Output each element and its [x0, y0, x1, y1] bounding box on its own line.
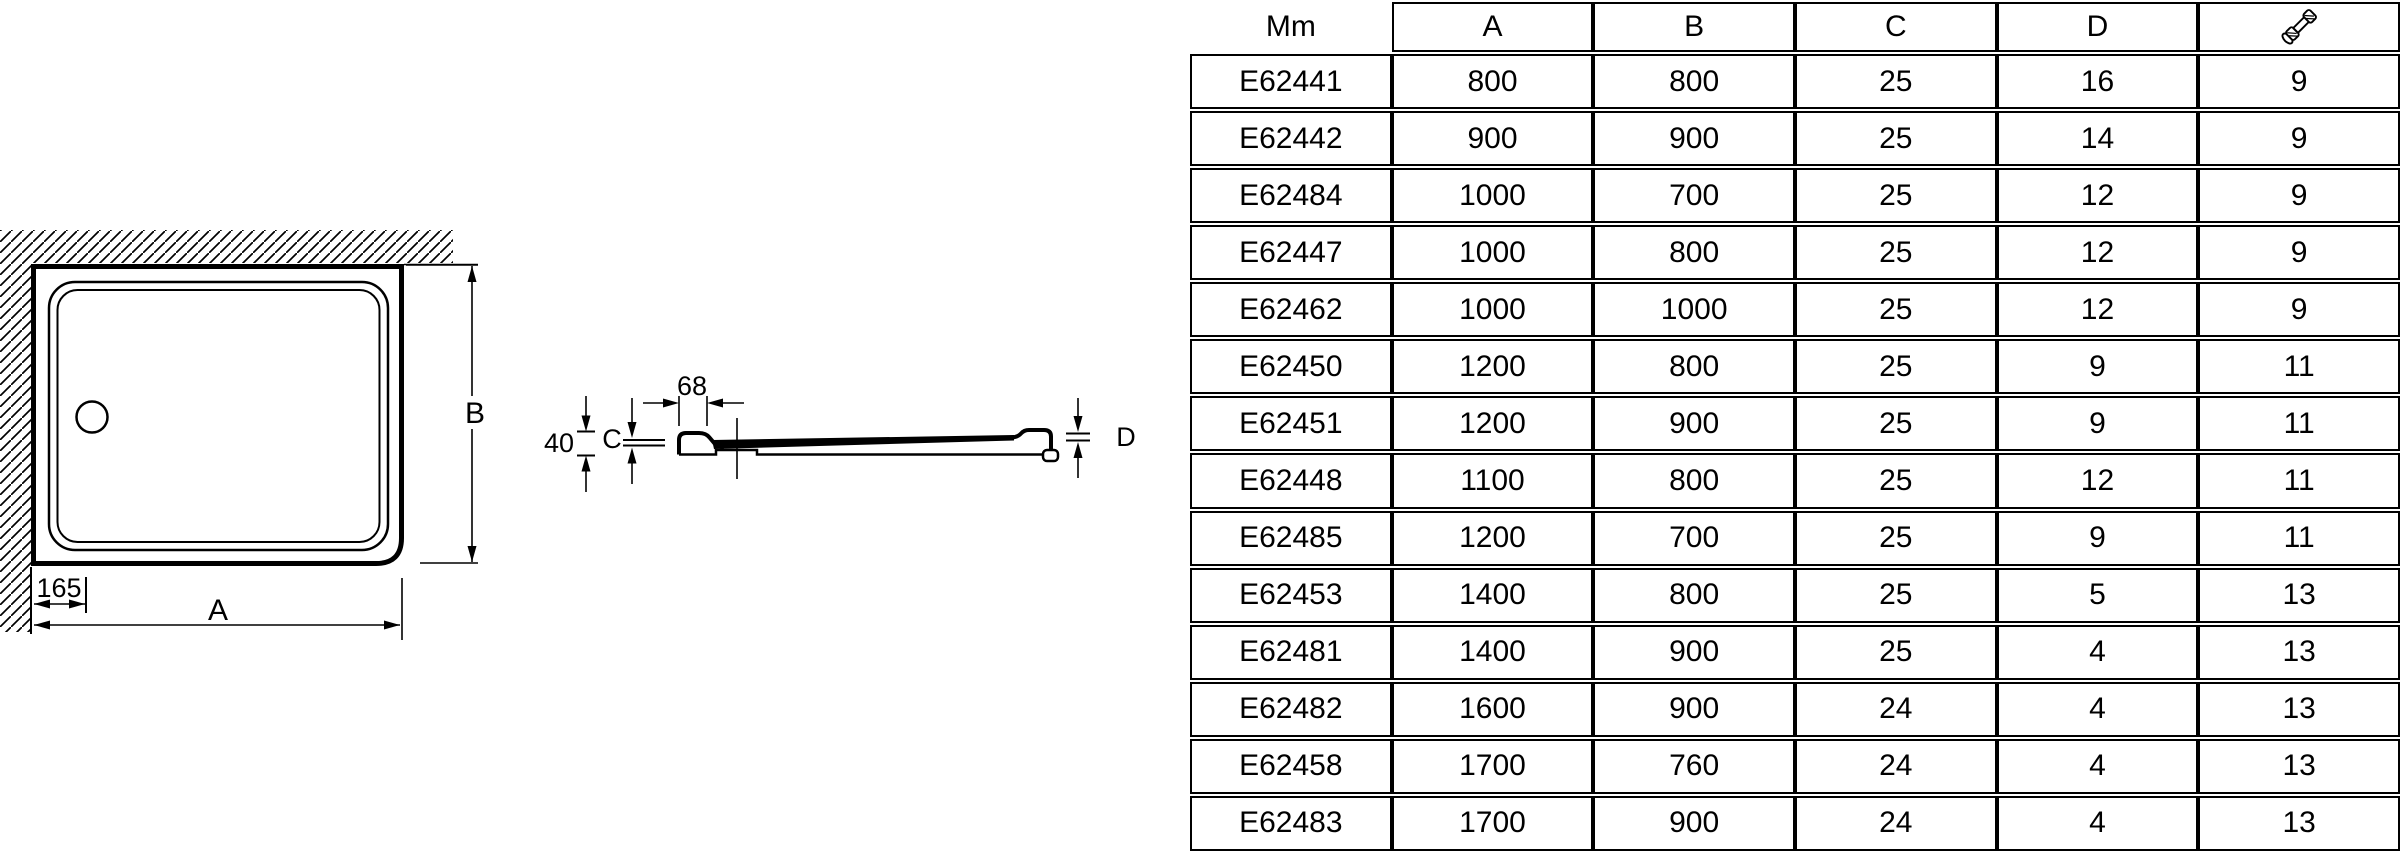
table-header-row: Mm A B C D [1190, 2, 2400, 52]
cell-code: E62485 [1190, 510, 1392, 566]
table-row: E62458 1700 760 24 4 13 [1190, 738, 2400, 794]
cell-code: E62482 [1190, 681, 1392, 737]
table-row: E62482 1600 900 24 4 13 [1190, 681, 2400, 737]
header-c: C [1794, 2, 1997, 52]
header-a: A [1391, 2, 1594, 52]
table-row: E62441 800 800 25 16 9 [1190, 54, 2400, 110]
dim-c: C [602, 398, 665, 484]
cell-code: E62483 [1190, 795, 1392, 851]
table-row: E62485 1200 700 25 9 11 [1190, 510, 2400, 566]
cell-code: E62481 [1190, 624, 1392, 680]
spec-table: Mm A B C D [1190, 0, 2400, 853]
dim-a: A [34, 578, 403, 640]
header-d: D [1996, 2, 2199, 52]
cell-code: E62442 [1190, 111, 1392, 167]
bolt-icon [2281, 9, 2318, 45]
header-b: B [1593, 2, 1795, 52]
header-mm: Mm [1190, 2, 1392, 52]
table-row: E62442 900 900 25 14 9 [1190, 111, 2400, 167]
dim-68-label: 68 [677, 371, 707, 401]
table-row: E62481 1400 900 25 4 13 [1190, 624, 2400, 680]
table-row: E62483 1700 900 24 4 13 [1190, 795, 2400, 851]
table-row: E62451 1200 900 25 9 11 [1190, 396, 2400, 452]
cell-code: E62441 [1190, 54, 1392, 110]
table-row: E62448 1100 800 25 12 11 [1190, 453, 2400, 509]
tray-rim-inner [56, 289, 381, 543]
header-qty [2198, 2, 2400, 52]
cell-code: E62458 [1190, 738, 1392, 794]
cell-code: E62453 [1190, 567, 1392, 623]
dim-b-label: B [465, 397, 485, 430]
dim-40: 40 [544, 396, 595, 492]
cell-code: E62450 [1190, 339, 1392, 395]
dim-d-label: D [1116, 422, 1136, 452]
technical-drawing: B A 165 [0, 230, 1136, 640]
cell-code: E62462 [1190, 282, 1392, 338]
table-row: E62462 1000 1000 25 12 9 [1190, 282, 2400, 338]
cell-code: E62448 [1190, 453, 1392, 509]
cell-code: E62451 [1190, 396, 1392, 452]
tray-outline [31, 264, 404, 566]
table-row: E62447 1000 800 25 12 9 [1190, 225, 2400, 281]
cell-code: E62484 [1190, 168, 1392, 224]
table-row: E62450 1200 800 25 9 11 [1190, 339, 2400, 395]
dim-c-label: C [602, 424, 622, 454]
dim-d: D [1066, 398, 1136, 478]
dim-165: 165 [34, 573, 87, 613]
dim-165-label: 165 [36, 573, 81, 603]
dim-40-label: 40 [544, 428, 574, 458]
drain-circle [75, 400, 109, 434]
dim-68: 68 [643, 371, 744, 426]
cell-code: E62447 [1190, 225, 1392, 281]
section-view: 68 40 C [544, 371, 1136, 492]
tray-rim-outer [47, 280, 390, 552]
dim-a-label: A [208, 594, 228, 627]
dim-b: B [406, 264, 492, 564]
plan-view: B A 165 [0, 230, 492, 640]
table-row: E62453 1400 800 25 5 13 [1190, 567, 2400, 623]
table-row: E62484 1000 700 25 12 9 [1190, 168, 2400, 224]
